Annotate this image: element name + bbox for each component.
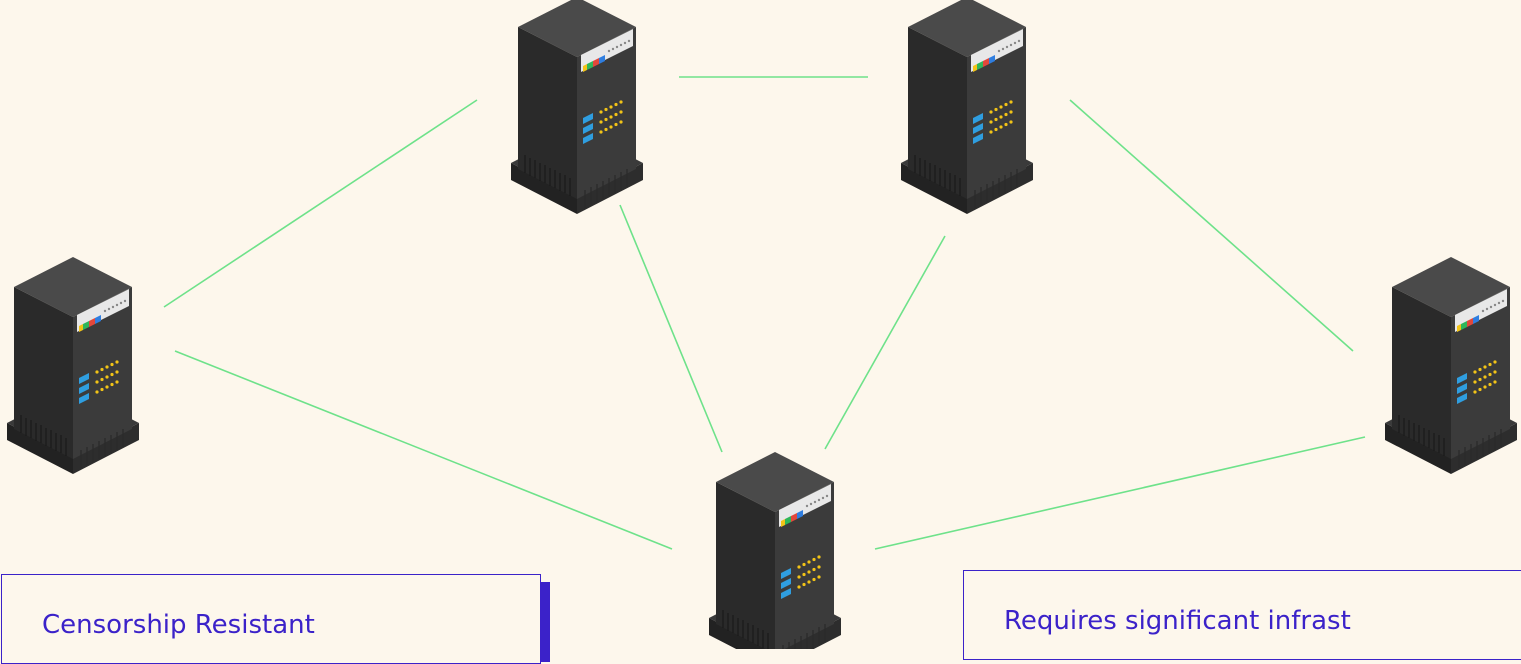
card-censorship-resistant: Censorship Resistant xyxy=(1,574,541,664)
connection-line xyxy=(163,99,478,308)
card-left-label: Censorship Resistant xyxy=(42,610,315,640)
connection-line xyxy=(619,204,723,453)
network-diagram xyxy=(6,0,1518,649)
server-icon xyxy=(1384,256,1518,475)
card-right-label: Requires significant infrast xyxy=(1004,606,1351,636)
server-icon xyxy=(510,0,644,215)
edges-layer xyxy=(163,76,1366,550)
server-icon xyxy=(900,0,1034,215)
server-icon xyxy=(6,256,140,475)
card-requires-infrastructure: Requires significant infrast xyxy=(963,570,1521,660)
connection-line xyxy=(1069,99,1354,352)
card-left-shadow xyxy=(539,582,550,662)
connection-line xyxy=(174,350,673,550)
nodes-layer xyxy=(6,0,1518,649)
connection-line xyxy=(824,235,946,450)
server-icon xyxy=(708,451,842,649)
connection-line xyxy=(874,436,1366,550)
